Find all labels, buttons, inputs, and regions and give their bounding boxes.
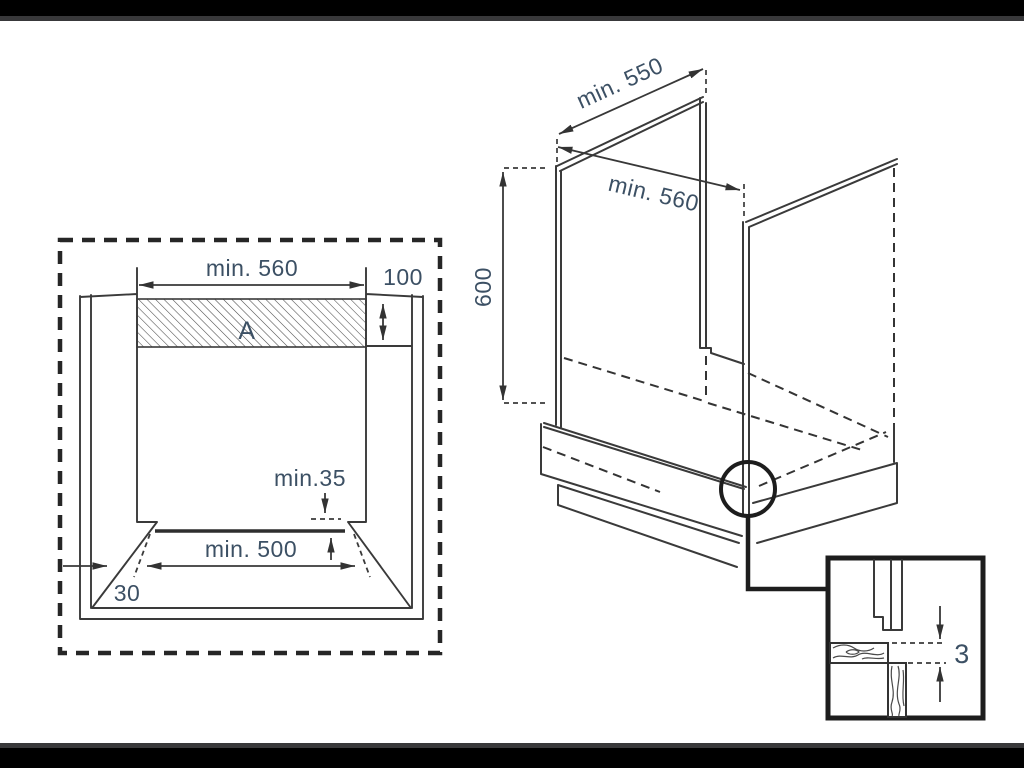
gap-label: 3: [954, 639, 970, 669]
floor-wood-grain: [832, 644, 885, 660]
plinth-inset-label: 30: [114, 580, 141, 606]
iso-right-panel: [742, 158, 898, 517]
top-black-band: [0, 0, 1024, 16]
detail-panel-section: [873, 559, 903, 631]
vent-area-label: A: [238, 317, 255, 345]
width-dimension-line: [557, 146, 741, 191]
detail-inset: 3: [719, 460, 986, 721]
top-rule: [0, 16, 1024, 21]
iso-extension-lines: [504, 70, 745, 404]
vent-height-label: 100: [383, 264, 423, 290]
detail-box: [825, 555, 986, 721]
front-view-diagram: min. 560 100 A min.35 min. 500 30: [57, 237, 443, 656]
plinth-opening-label: min. 500: [205, 536, 297, 562]
iso-base-plinth: [540, 422, 898, 568]
plinth-wood-grain: [890, 665, 905, 717]
detail-callout-circle: [719, 460, 777, 518]
bottom-rule: [0, 743, 1024, 748]
iso-view-diagram: min. 550 min. 560 600: [470, 52, 898, 568]
rear-gap-label: min.35: [274, 465, 346, 491]
height-label: 600: [470, 267, 496, 307]
gap-dashed-lines: [892, 642, 946, 664]
bottom-black-band: [0, 748, 1024, 768]
niche-width-label: min. 560: [206, 255, 298, 281]
depth-dimension-line: [558, 68, 704, 135]
detail-leader-line: [745, 517, 826, 592]
ventilation-strip: [136, 298, 367, 348]
iso-hidden-edges: [542, 168, 895, 493]
cabinet-front-structure: [79, 267, 424, 620]
hidden-slant-edges: [133, 533, 371, 578]
